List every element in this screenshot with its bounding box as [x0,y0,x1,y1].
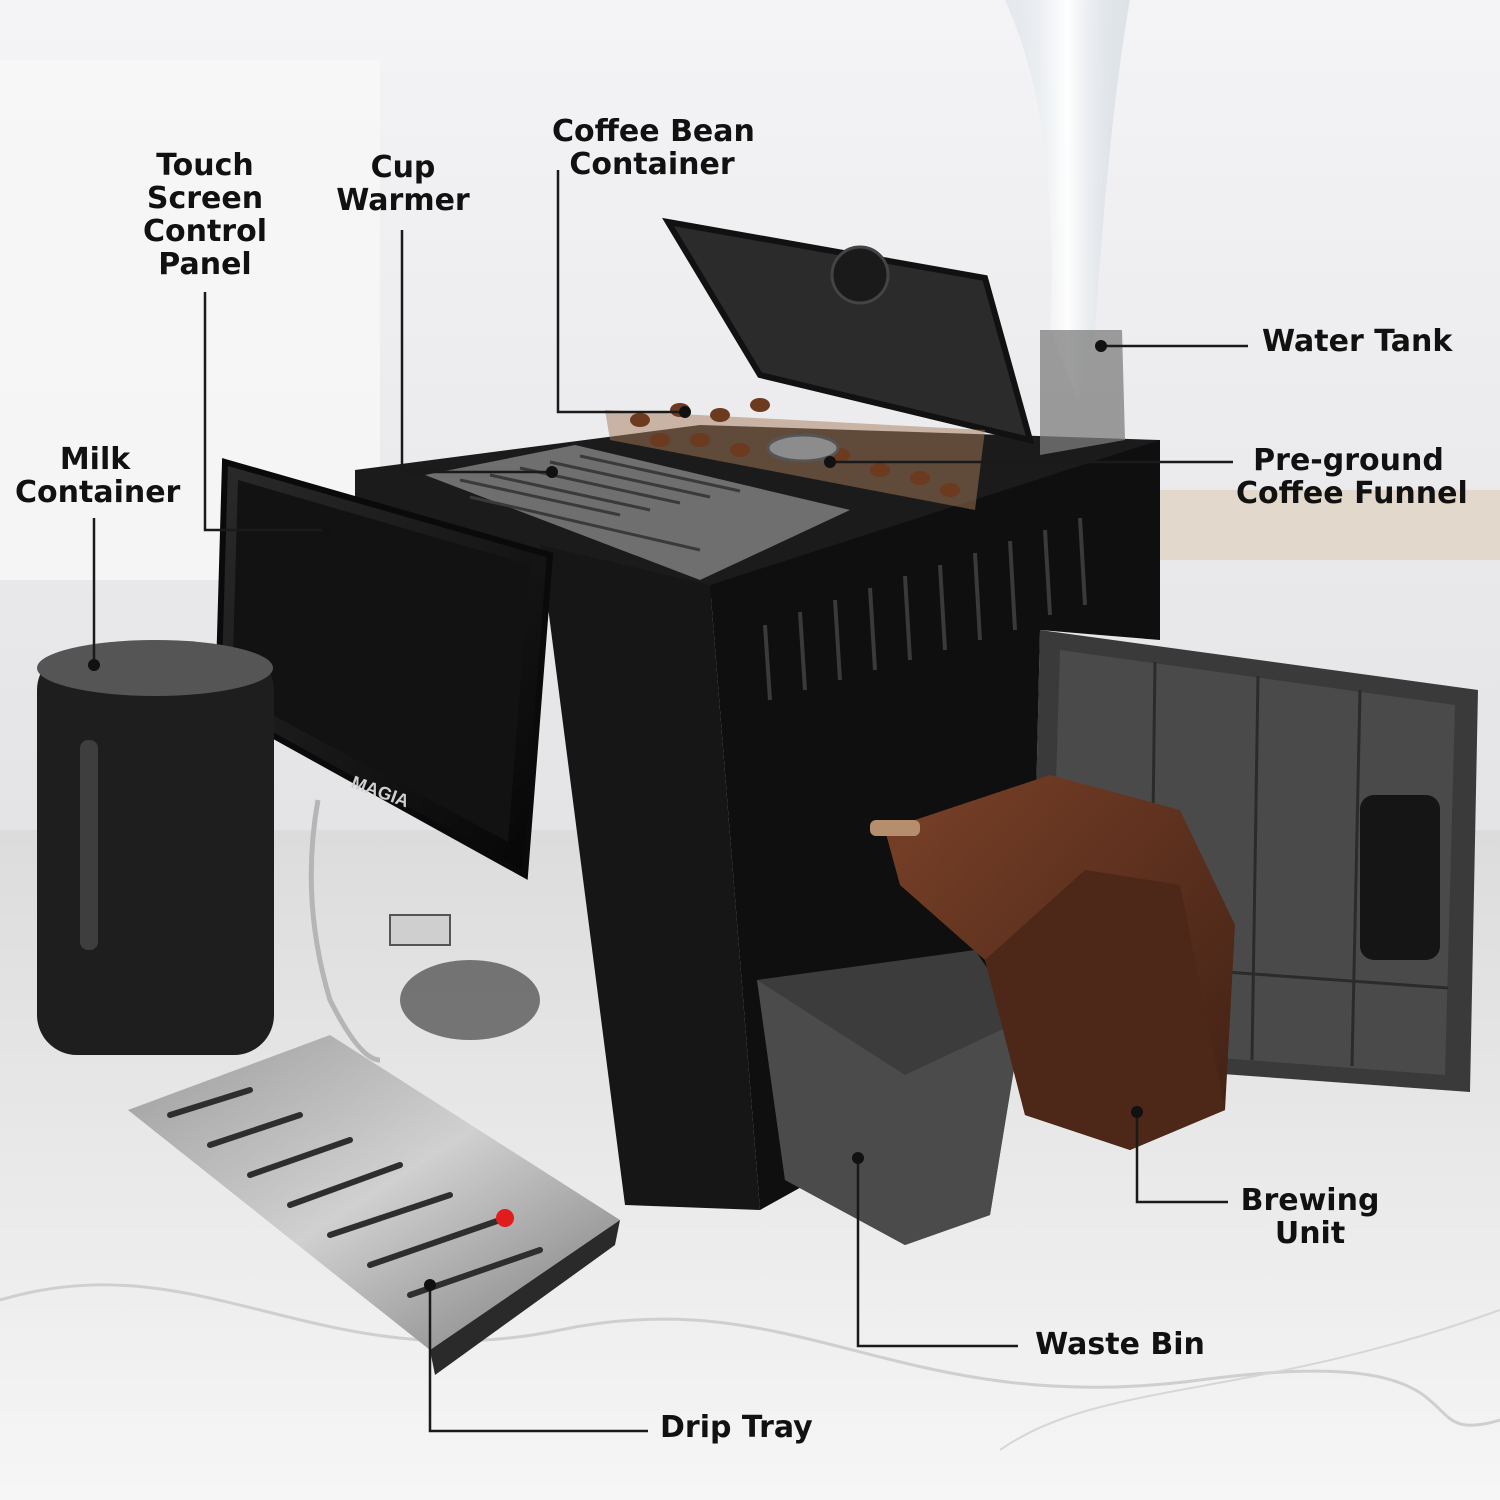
cup-warmer-grate [425,445,850,580]
drip-tray [128,1035,620,1350]
brewing-unit-detail [985,870,1225,1150]
float-indicator [496,1209,514,1227]
touch-screen-glass [232,480,530,842]
waste-bin-leader [856,1158,1018,1348]
marble-vein [0,1283,1500,1427]
waste-bin-front [757,980,1022,1245]
lid-knob [830,245,890,305]
water-stream [1005,0,1130,400]
label-preground-coffee-funnel: Pre-ground Coffee Funnel [1236,443,1468,511]
cup-base [400,960,540,1040]
milk-level-window [80,740,98,950]
drip-tray-base [430,1220,620,1375]
label-touch-screen-control-panel: Touch Screen Control Panel [142,148,267,282]
callout-lines [92,170,1248,1433]
milk-container [37,650,274,1055]
callout-dots [88,340,1143,1291]
drip-tray-leader [428,1285,648,1433]
door-latch [1360,795,1440,960]
label-brewing-unit: Brewing Unit [1240,1183,1380,1251]
cup-warmer-slots [459,454,741,552]
coffee-beans [630,398,960,497]
label-water-tank: Water Tank [1262,324,1453,359]
coffee-spout [389,914,451,946]
side-vents [763,517,1087,701]
brewing-unit-leader [1135,1112,1228,1204]
label-coffee-bean-container: Coffee Bean Container [552,114,755,182]
label-drip-tray: Drip Tray [660,1410,813,1445]
label-waste-bin: Waste Bin [1035,1327,1205,1362]
label-cup-warmer: Cup Warmer [336,150,470,218]
water-tank [1040,330,1125,455]
preground-funnel-opening [766,433,840,463]
machine-front-body [540,545,760,1210]
brewing-unit-pin [870,820,920,836]
cup-warmer-leader [400,230,552,474]
milk-container-lid [37,640,273,696]
wood-shelf [1160,490,1500,560]
bean-container-leader [556,170,685,414]
drip-tray-slots [167,1087,543,1298]
milk-tube [308,799,381,1063]
label-milk-container: Milk Container [15,442,181,510]
touch-screen-leader [203,292,328,532]
marble-vein [999,1309,1500,1451]
